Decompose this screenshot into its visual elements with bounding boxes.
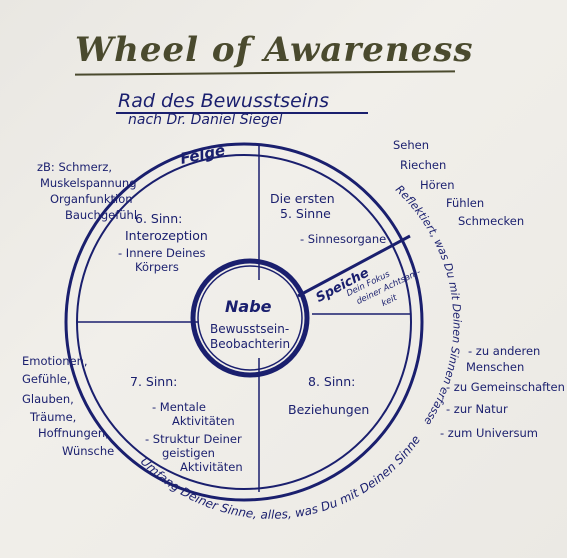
hub-title: Nabe	[225, 297, 272, 316]
outer-tr-5: Schmecken	[458, 214, 525, 228]
outer-bl-4: Träume,	[30, 410, 77, 424]
q-bl-line-1: 7. Sinn:	[130, 374, 178, 389]
hub-inner	[197, 265, 303, 371]
q-bl-line-3: Aktivitäten	[172, 414, 235, 428]
outer-br-3: - zu Gemeinschaften	[446, 380, 565, 394]
q-bl-line-4: - Struktur Deiner	[145, 432, 242, 446]
outer-tr-3: Hören	[420, 178, 455, 192]
page-title: Wheel of Awareness	[75, 30, 474, 70]
q-bl-line-2: - Mentale	[152, 400, 206, 414]
focus-spoke	[297, 234, 411, 298]
outer-bl-1: Emotionen,	[22, 354, 88, 368]
q-bl-line-6: Aktivitäten	[180, 460, 243, 474]
hub-line-1: Bewusstsein-	[210, 322, 290, 336]
hub-line-2: Beobachterin	[210, 337, 291, 351]
outer-br-1: - zu anderen	[468, 344, 541, 358]
outer-bl-5: Hoffnungen,	[38, 426, 109, 440]
outer-tl-2: Muskelspannung	[40, 176, 137, 190]
q-tr-line-1: Die ersten	[270, 191, 335, 206]
q-tl-line-1: 6. Sinn:	[135, 211, 183, 226]
outer-tl-4: Bauchgefühl	[65, 208, 138, 222]
q-tl-line-4: Körpers	[135, 260, 179, 274]
outer-tl-3: Organfunktion	[50, 192, 133, 206]
outer-bl-2: Gefühle,	[22, 372, 71, 386]
hub-outer	[190, 258, 310, 378]
q-tr-line-2: 5. Sinne	[280, 206, 331, 221]
outer-tr-2: Riechen	[400, 158, 447, 172]
rim-label: Felge	[179, 141, 227, 168]
wheel-rim-outer	[64, 142, 424, 502]
outer-tl-1: zB: Schmerz,	[37, 160, 113, 174]
outer-bl-6: Wünsche	[62, 444, 115, 458]
subtitle: Rad des Bewusstseins	[118, 90, 329, 112]
outer-br-4: - zur Natur	[446, 402, 508, 416]
q-br-line-1: 8. Sinn:	[308, 374, 356, 389]
outer-br-2: Menschen	[466, 360, 525, 374]
outer-br-5: - zum Universum	[440, 426, 538, 440]
subtitle-underline	[116, 112, 368, 114]
outer-bl-3: Glauben,	[22, 392, 74, 406]
q-tr-line-3: - Sinnesorgane	[300, 232, 387, 246]
outer-tr-1: Sehen	[393, 138, 430, 152]
q-bl-line-5: geistigen	[162, 446, 215, 460]
q-br-line-2: Beziehungen	[288, 402, 370, 417]
author-credit: nach Dr. Daniel Siegel	[128, 112, 283, 128]
q-tl-line-3: - Innere Deines	[118, 246, 206, 260]
q-tl-line-2: Interozeption	[125, 228, 208, 243]
outer-tr-4: Fühlen	[446, 196, 485, 210]
